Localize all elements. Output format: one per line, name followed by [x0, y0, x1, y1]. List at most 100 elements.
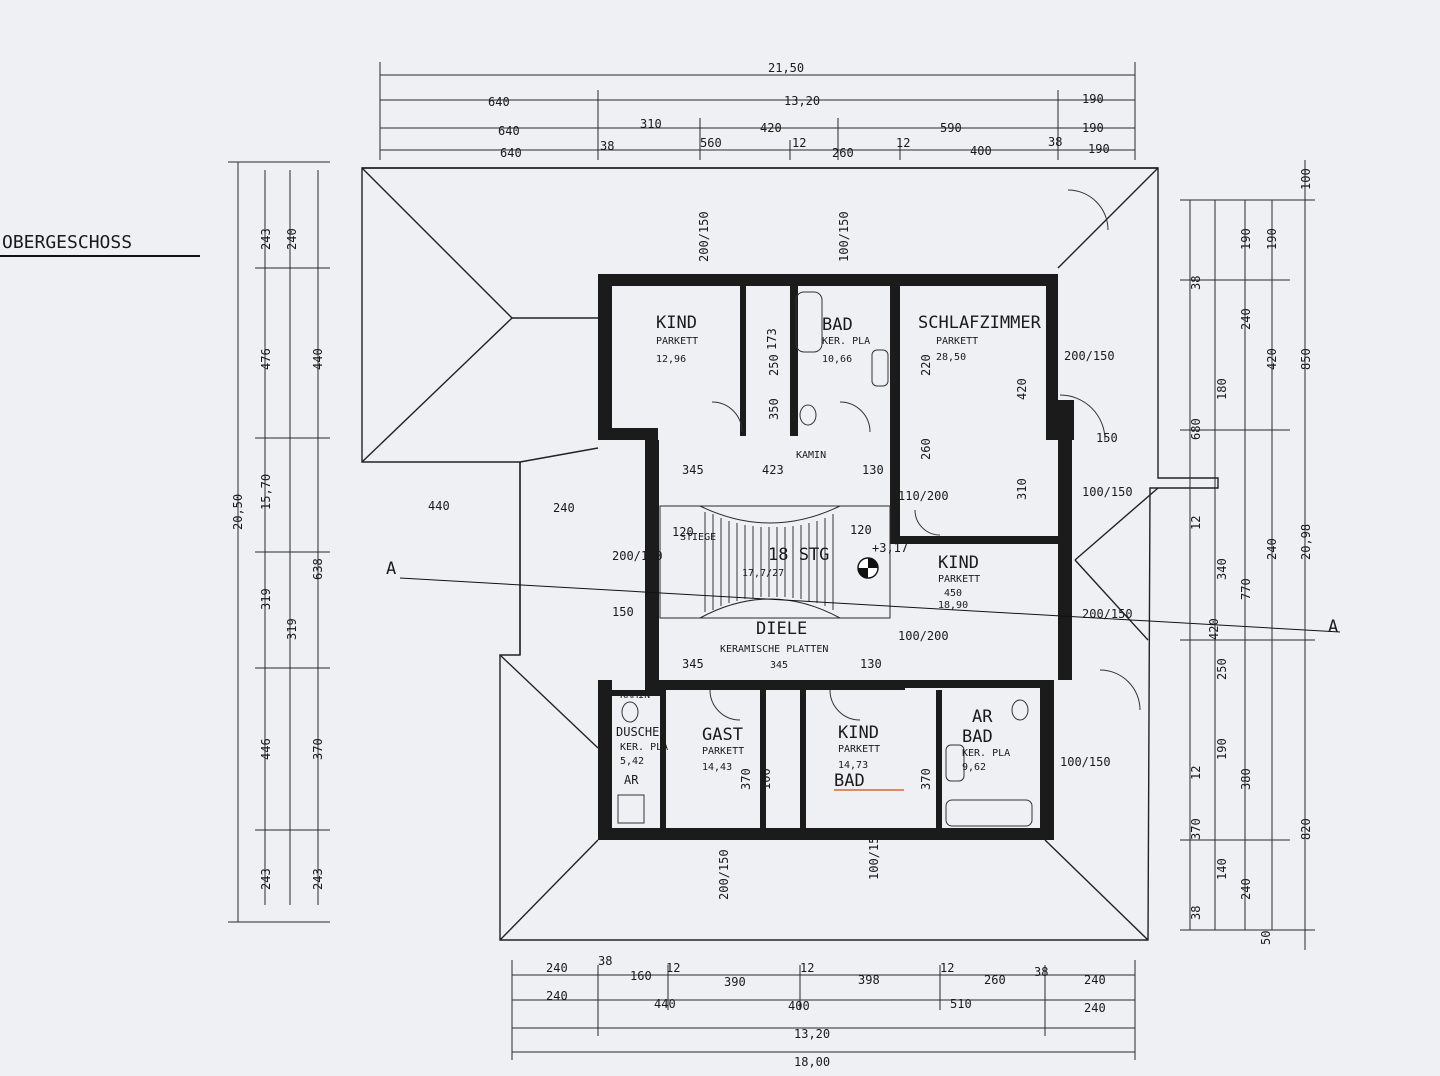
dim-int-v15: 100/150: [867, 829, 881, 880]
dim-right-c1-3: 20,98: [1299, 524, 1313, 560]
room-floor-gast: PARKETT: [702, 746, 744, 757]
dim-left-c3-1: 243: [259, 228, 273, 250]
dim-bottom-r2-1: 240: [546, 989, 568, 1003]
dim-int-2: 423: [762, 463, 784, 477]
dim-left-c4-5: 638: [311, 558, 325, 580]
room-extra-dusche: AR: [624, 773, 639, 787]
dim-int-3: 130: [862, 463, 884, 477]
dim-right-c2-3: 240: [1265, 538, 1279, 560]
dim-top-r4-i: 190: [1088, 142, 1110, 156]
dim-bottom-r2-5: 240: [1084, 1001, 1106, 1015]
dim-int-v7: 310: [1015, 478, 1029, 500]
dim-right-c2-4: 770: [1239, 578, 1253, 600]
dim-right-c2-6: 240: [1239, 878, 1253, 900]
dim-int-16: 150: [612, 605, 634, 619]
dim-right-c4-1: 38: [1189, 276, 1203, 290]
room-area-bad-n: 10,66: [822, 354, 852, 365]
dim-int-4: 120: [672, 525, 694, 539]
dim-top-r3-a: 640: [498, 124, 520, 138]
dim-left-c4-3: 440: [311, 348, 325, 370]
dim-bottom-r1-7: 398: [858, 973, 880, 987]
dim-bottom-r1-11: 240: [1084, 973, 1106, 987]
room-area-dusche: 5,42: [620, 756, 644, 767]
dim-bottom-r1-8: 12: [940, 961, 954, 975]
dim-bottom-r3: 13,20: [794, 1027, 830, 1041]
dim-int-1: 345: [682, 463, 704, 477]
dim-left-c3-4: 319: [285, 618, 299, 640]
room-floor-dusche: KER. PLA: [620, 742, 668, 753]
dim-right-c2-5: 380: [1239, 768, 1253, 790]
dim-top-r2-a: 640: [488, 95, 510, 109]
dim-left-c3-3: 319: [259, 588, 273, 610]
dim-int-v3: 350: [767, 398, 781, 420]
room-area-kind-s: 14,73: [838, 760, 868, 771]
dim-top-r2-b: 13,20: [784, 94, 820, 108]
section-marker-left: A: [386, 559, 396, 579]
room-name-ar: AR: [972, 707, 993, 727]
dim-left-c3-6: 243: [259, 868, 273, 890]
room-name-bad-se: BAD: [962, 727, 993, 747]
dim-right-c2-1: 190: [1265, 228, 1279, 250]
dim-int-6: 345: [682, 657, 704, 671]
room-area-bad-se: 9,62: [962, 762, 986, 773]
room-floor-kind-nw: PARKETT: [656, 336, 698, 347]
dim-bottom-r1-4: 12: [666, 961, 680, 975]
exterior-walls: [598, 274, 1074, 840]
room-extra-kind-s: BAD: [834, 771, 865, 791]
dim-right-c3-5: 250: [1215, 658, 1229, 680]
room-area-kind-nw: 12,96: [656, 354, 686, 365]
left-dimension-lines: [228, 161, 330, 923]
room-name-dusche: DUSCHE: [616, 725, 659, 739]
level-marker: [857, 557, 879, 579]
room-name-kind-e: KIND: [938, 553, 979, 573]
dim-left-c3-2: 476: [259, 348, 273, 370]
dim-top-r3-d: 590: [940, 121, 962, 135]
dim-int-7: 130: [860, 657, 882, 671]
dim-right-c4-6: 370: [1189, 818, 1203, 840]
dim-int-10: 200/150: [1082, 607, 1133, 621]
dim-bottom-r2-4: 510: [950, 997, 972, 1011]
dim-top-r4-b: 38: [600, 139, 614, 153]
dim-bottom-r1-9: 260: [984, 973, 1006, 987]
room-floor-bad-se: KER. PLA: [962, 748, 1010, 759]
dim-right-c4-2: 680: [1189, 418, 1203, 440]
dim-right-c3-3: 180: [1215, 378, 1229, 400]
roof-outline: [361, 167, 1219, 941]
dim-right-c3-6: 190: [1215, 738, 1229, 760]
section-line: [399, 577, 1341, 633]
dim-left-c4-9: 243: [311, 868, 325, 890]
door-swings: [709, 189, 1141, 721]
dim-int-v4: 220: [919, 354, 933, 376]
dim-int-v1: 250: [767, 354, 781, 376]
dim-left-c4-7: 370: [311, 738, 325, 760]
dim-left-c1: 20,50: [231, 494, 245, 530]
dim-right-c2-2: 420: [1265, 348, 1279, 370]
dim-top-r4-a: 640: [500, 146, 522, 160]
room-area-gast: 14,43: [702, 762, 732, 773]
dim-right-c3-4: 340: [1215, 558, 1229, 580]
dim-int-15: 200/150: [1064, 349, 1115, 363]
dim-int-v9: 100: [759, 768, 773, 790]
dim-bottom-r1-1: 240: [546, 961, 568, 975]
dim-top-r4-g: 400: [970, 144, 992, 158]
dim-int-v11: 420: [1207, 618, 1221, 640]
dim-left-c2: 15,70: [259, 474, 273, 510]
dim-top-r4-h: 38: [1048, 135, 1062, 149]
room-floor-kind-s: PARKETT: [838, 744, 880, 755]
room-name-diele: DIELE: [756, 619, 807, 639]
dim-int-12: 200/150: [612, 549, 663, 563]
room-name-schlafzimmer: SCHLAFZIMMER: [918, 313, 1042, 333]
dim-bottom-r1-6: 12: [800, 961, 814, 975]
dim-bottom-r2-2: 440: [654, 997, 676, 1011]
dim-int-8: 150: [1096, 431, 1118, 445]
dim-int-18: 240: [553, 501, 575, 515]
dim-right-c3-1: 190: [1239, 228, 1253, 250]
dim-int-v5: 420: [1015, 378, 1029, 400]
right-dimension-lines: [1180, 160, 1315, 950]
dim-int-v12: 200/150: [697, 211, 711, 262]
dim-top-total: 21,50: [768, 61, 804, 75]
room-dim-diele: 345: [770, 660, 788, 671]
room-name-gast: GAST: [702, 725, 743, 745]
